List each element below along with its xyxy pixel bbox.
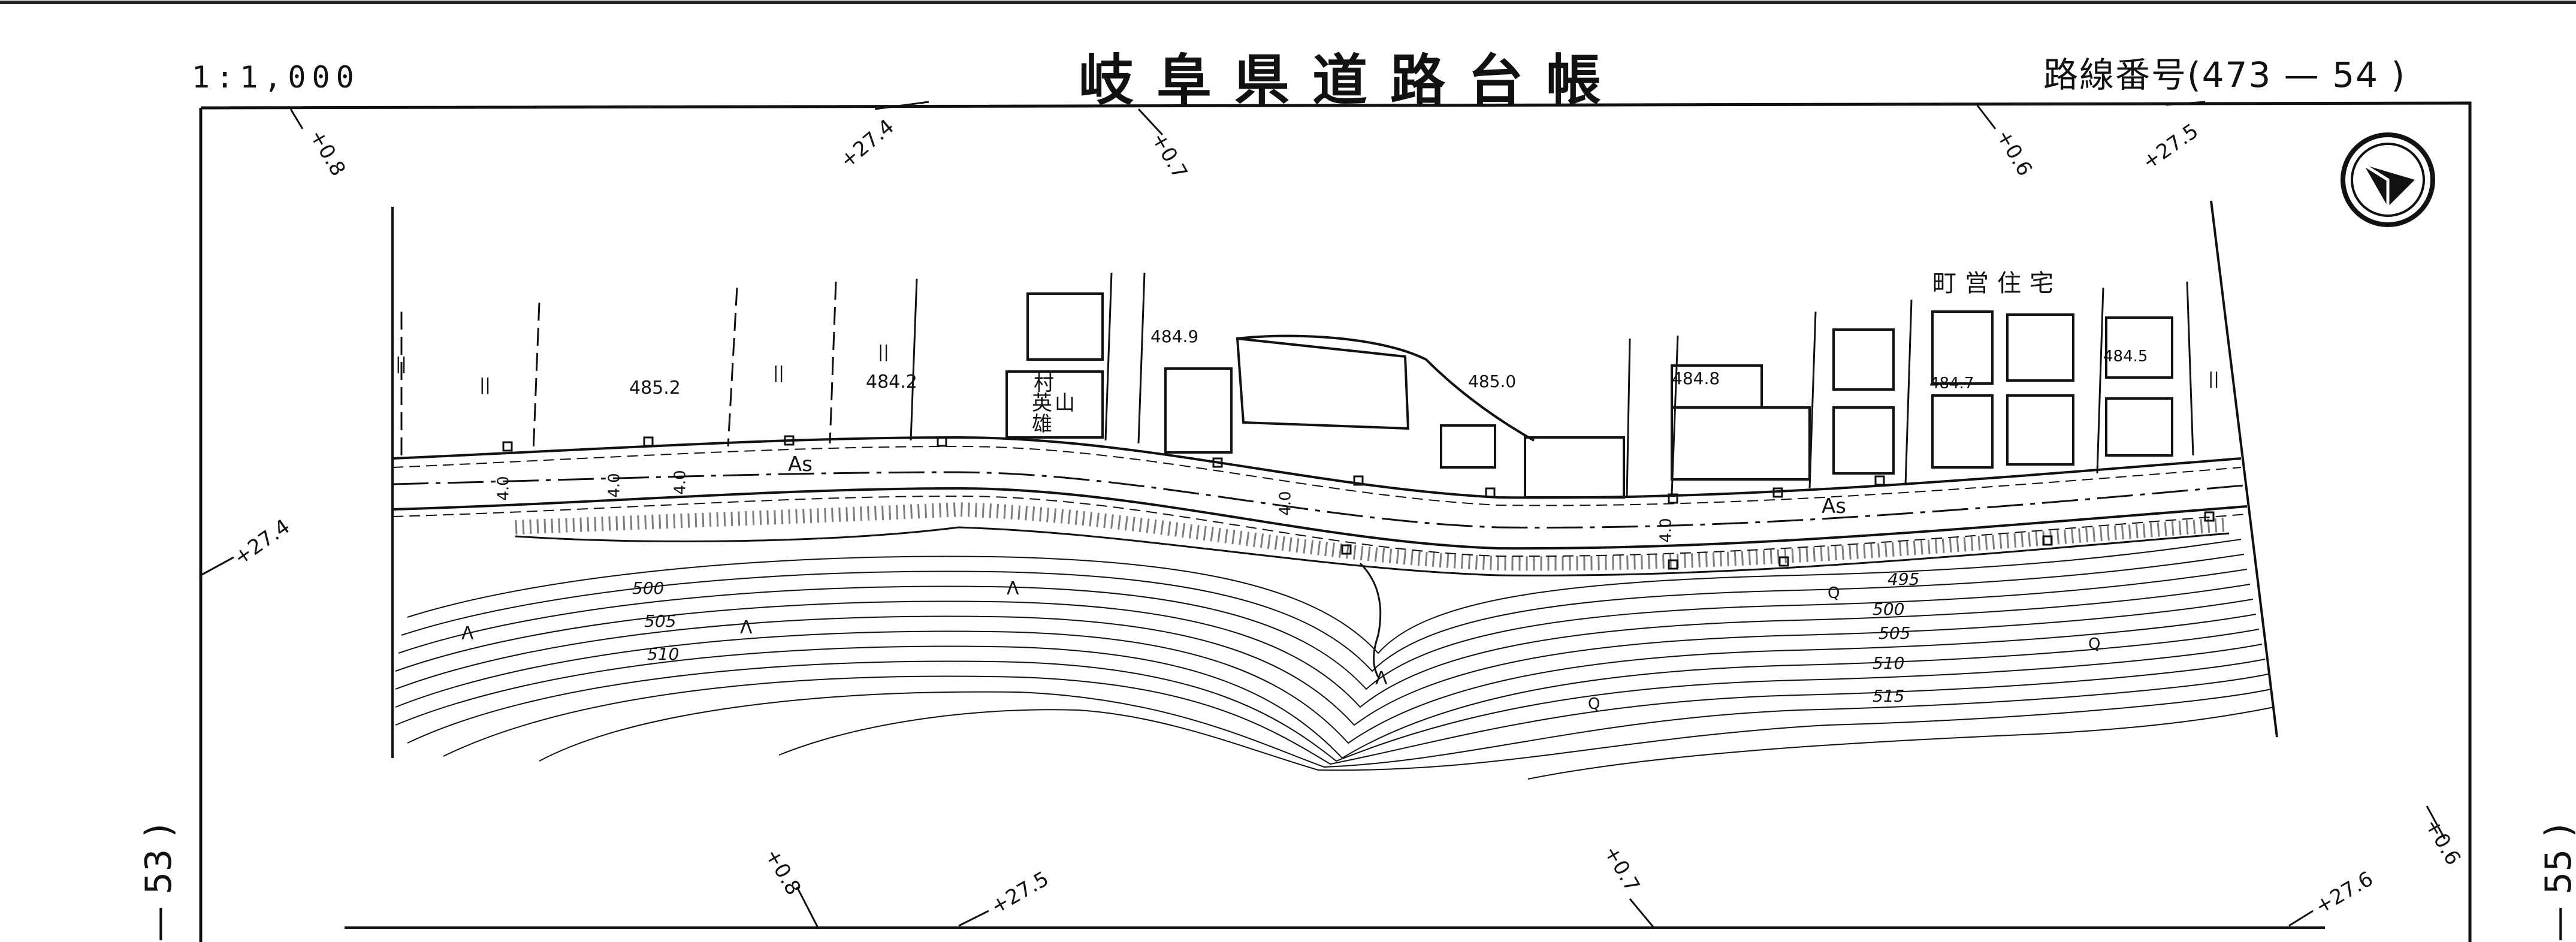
contour-label: 515 bbox=[1873, 686, 1905, 706]
elevation-label: 484.8 bbox=[1672, 369, 1720, 388]
building bbox=[2006, 394, 2074, 466]
adjacent-sheet-left: — 53 ) bbox=[138, 823, 180, 942]
elevation-label: 485.2 bbox=[629, 378, 681, 398]
land-mark: Q bbox=[1588, 695, 1600, 713]
adjacent-sheet-right: — 55 ) bbox=[2538, 823, 2576, 942]
contour-label: 510 bbox=[647, 644, 680, 664]
north-arrow-icon bbox=[2341, 132, 2435, 227]
elevation-label: 484.7 bbox=[1929, 375, 1974, 393]
buildings bbox=[1005, 292, 2173, 499]
lot-boundaries bbox=[400, 272, 2194, 498]
building bbox=[1832, 406, 1895, 475]
building-murayama bbox=[1005, 370, 1104, 439]
land-mark: Λ bbox=[461, 623, 474, 644]
land-mark: || bbox=[2208, 369, 2219, 388]
building bbox=[2006, 313, 2074, 382]
land-mark: || bbox=[479, 375, 491, 394]
contour-label: 500 bbox=[632, 578, 665, 598]
road-surface-label: As bbox=[788, 452, 813, 476]
land-mark: || bbox=[395, 354, 407, 373]
land-mark: Λ bbox=[740, 617, 753, 638]
house-name-char: 雄 bbox=[1032, 412, 1052, 436]
road-markers bbox=[502, 435, 2215, 570]
building bbox=[1524, 436, 1625, 499]
land-mark: Q bbox=[1828, 584, 1840, 602]
road-width-label: 4.0 bbox=[1276, 491, 1295, 516]
extent-right bbox=[2210, 200, 2278, 738]
elevation-label: 485.0 bbox=[1468, 372, 1517, 391]
building bbox=[1440, 424, 1496, 469]
route-number: 路線番号(473 — 54 ) bbox=[2043, 55, 2406, 95]
road-width-label: 4.0 bbox=[671, 470, 690, 495]
coordinate-ticks bbox=[200, 101, 2446, 928]
public-housing-label: 町営住宅 bbox=[1932, 270, 2062, 297]
road-edge-south-dashed bbox=[392, 495, 2248, 557]
building bbox=[1671, 406, 1811, 481]
road-surface-label: As bbox=[1822, 494, 1846, 518]
house-name-char: 山 bbox=[1055, 391, 1075, 415]
elevation-label: 484.5 bbox=[2103, 348, 2148, 366]
building bbox=[1832, 328, 1895, 391]
building bbox=[2105, 316, 2173, 379]
elevation-label: 484.2 bbox=[866, 372, 917, 393]
contour-label: 505 bbox=[644, 611, 677, 631]
land-mark: || bbox=[773, 363, 784, 382]
building bbox=[1931, 394, 1994, 469]
road-width-label: 4.0 bbox=[605, 473, 624, 498]
land-mark: Λ bbox=[1375, 668, 1388, 689]
building bbox=[1931, 310, 1994, 385]
building bbox=[1164, 367, 1233, 454]
land-mark: Λ bbox=[1007, 578, 1019, 599]
land-mark: Q bbox=[2088, 635, 2101, 653]
building bbox=[2105, 397, 2173, 457]
road-edge-south bbox=[392, 487, 2248, 550]
contour-label: 510 bbox=[1873, 653, 1905, 673]
road bbox=[392, 436, 2248, 557]
contour-label: 505 bbox=[1879, 623, 1911, 643]
contour-lines bbox=[395, 539, 2275, 780]
road-width-label: 4.0 bbox=[1657, 518, 1675, 543]
map-scale: 1:1,000 bbox=[192, 60, 360, 95]
land-mark: || bbox=[878, 342, 889, 361]
house-name-char: 英 bbox=[1032, 391, 1052, 415]
contour-label: 495 bbox=[1888, 569, 1920, 589]
road-edge-north-dashed bbox=[392, 445, 2242, 506]
gully bbox=[1359, 562, 1382, 678]
road-centerline bbox=[392, 471, 2245, 529]
enclosure bbox=[1237, 334, 1535, 442]
road-width-label: 4.0 bbox=[494, 476, 513, 501]
contour-label: 500 bbox=[1873, 599, 1905, 619]
page-title: 岐阜県道路台帳 bbox=[1079, 49, 1624, 113]
slope-toe bbox=[515, 526, 2230, 576]
building bbox=[1026, 292, 1104, 361]
elevation-label: 484.9 bbox=[1150, 327, 1199, 346]
building-large bbox=[1236, 337, 1410, 430]
road-edge-north bbox=[392, 436, 2242, 499]
frame-top-right bbox=[200, 101, 2472, 942]
house-name-char: 村 bbox=[1034, 372, 1054, 395]
